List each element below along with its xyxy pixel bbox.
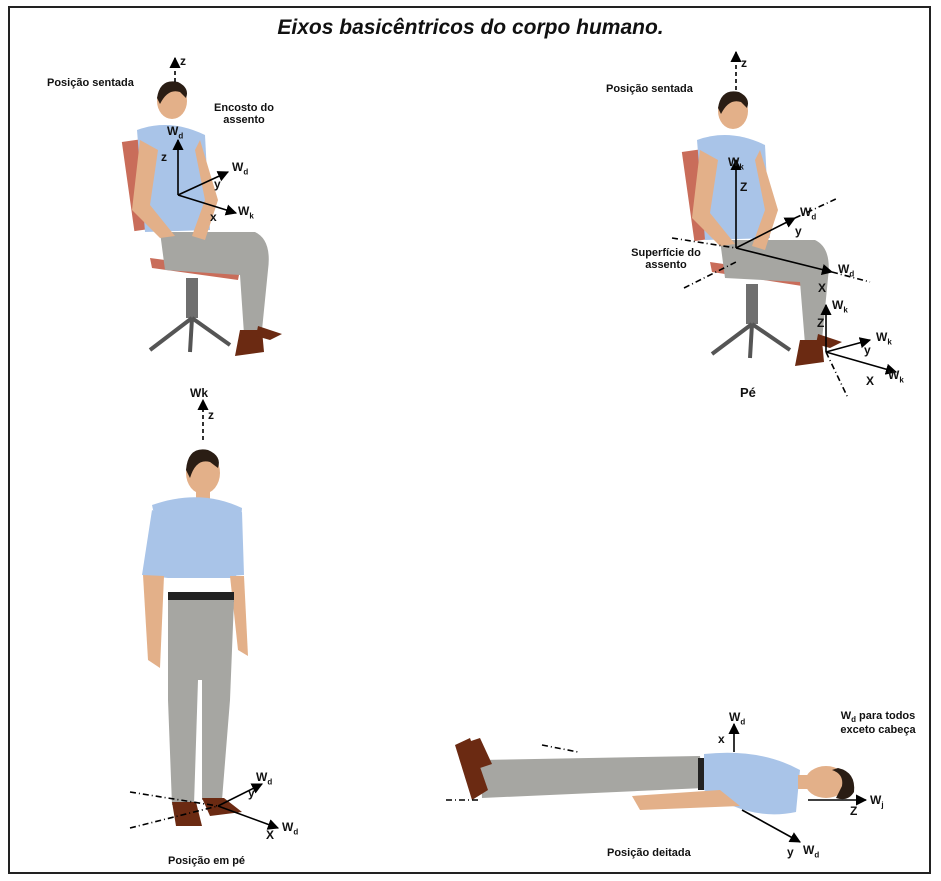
axis-wd-bottom-lying-sub: d [814,850,819,859]
axis-y-foot: y [864,343,871,357]
axis-wj-lying-sub: j [881,800,883,809]
standing-figure [142,449,248,826]
axis-wd-top-lying-main: W [729,710,740,724]
note-lying-w: W [841,710,851,722]
note-lying: Wd para todos exceto cabeça [828,710,928,736]
axis-wk-foot-main: W [832,298,843,312]
caption-lying: Posição deitada [607,847,691,859]
axis-z-mid-right: Z [740,180,747,194]
axis-z-small-left: z [161,150,167,164]
axis-wj-lying: Wj [870,793,884,809]
note-lying-line1: Wd para todos [828,710,928,724]
axis-wd-side-left-sub: d [243,167,248,176]
foot-label: Pé [740,385,756,400]
axis-y-left: y [214,177,221,191]
axis-wk3-foot-main: W [888,368,899,382]
axis-wk-left-sub: k [249,211,253,220]
axis-y1-right: y [795,224,802,238]
axis-wd-bottom-lying: Wd [803,843,819,859]
axis-x-foot: X [866,374,874,388]
axis-wk-foot: Wk [832,298,848,314]
axis-wd-bottom-lying-main: W [803,843,814,857]
caption-standing: Posição em pé [168,855,245,867]
axis-wd-top-lying-sub: d [740,717,745,726]
axis-x-left: x [210,210,217,224]
axis-wd-vertical-left-sub: d [178,131,183,140]
axis-z-lying: Z [850,804,857,818]
axis-wd-side-left: Wd [232,160,248,176]
axis-wk-right-main: W [728,155,739,169]
note-backrest: Encosto do assento [204,102,284,126]
axis-wk2-foot-sub: k [887,337,891,346]
axis-wd2-standing-sub: d [293,827,298,836]
axis-wd1-right-main: W [800,205,811,219]
axis-wk-foot-sub: k [843,305,847,314]
axis-z-top-standing: z [208,408,214,422]
axis-y-standing: y [248,786,255,800]
axis-wk2-foot-main: W [876,330,887,344]
note-lying-rest: para todos [856,710,915,722]
axis-wk-right: Wk [728,155,744,171]
lying-figure [455,738,854,814]
axis-x-standing: X [266,828,274,842]
axis-wk-left: Wk [238,204,254,220]
axis-wd2-right: Wd [838,262,854,278]
note-backrest-line1: Encosto do [204,102,284,114]
note-lying-line2: exceto cabeça [828,724,928,736]
axis-z-foot: Z [817,316,824,330]
axis-wd2-standing: Wd [282,820,298,836]
axis-x-lying: x [718,732,725,746]
axis-wk-top-standing: Wk [190,386,208,400]
note-backrest-line2: assento [204,114,284,126]
axis-wd-vertical-left-main: W [167,124,178,138]
axis-wk-right-sub: k [739,162,743,171]
caption-seated-right: Posição sentada [606,83,693,95]
axis-wd1-right: Wd [800,205,816,221]
note-seat-surface-line1: Superfície do [616,247,716,259]
axis-wd1-right-sub: d [811,212,816,221]
note-seat-surface-line2: assento [616,259,716,271]
axis-wd-top-lying: Wd [729,710,745,726]
axis-wd2-right-main: W [838,262,849,276]
axis-wd-standing: Wd [256,770,272,786]
axis-wj-lying-main: W [870,793,881,807]
axis-wk-left-main: W [238,204,249,218]
axis-wd-standing-sub: d [267,777,272,786]
axis-wd2-standing-main: W [282,820,293,834]
axis-y-lying: y [787,845,794,859]
axis-z-top-left: z [180,54,186,68]
axis-wd2-right-sub: d [849,269,854,278]
axis-x1-right: X [818,281,826,295]
axis-wk3-foot: Wk [888,368,904,384]
axis-wk2-foot: Wk [876,330,892,346]
axis-wd-standing-main: W [256,770,267,784]
axis-wd-side-left-main: W [232,160,243,174]
caption-seated-left: Posição sentada [47,77,134,89]
axis-wd-vertical-left: Wd [167,124,183,140]
note-seat-surface: Superfície do assento [616,247,716,271]
axis-z-top-right: z [741,56,747,70]
axis-wk3-foot-sub: k [899,375,903,384]
